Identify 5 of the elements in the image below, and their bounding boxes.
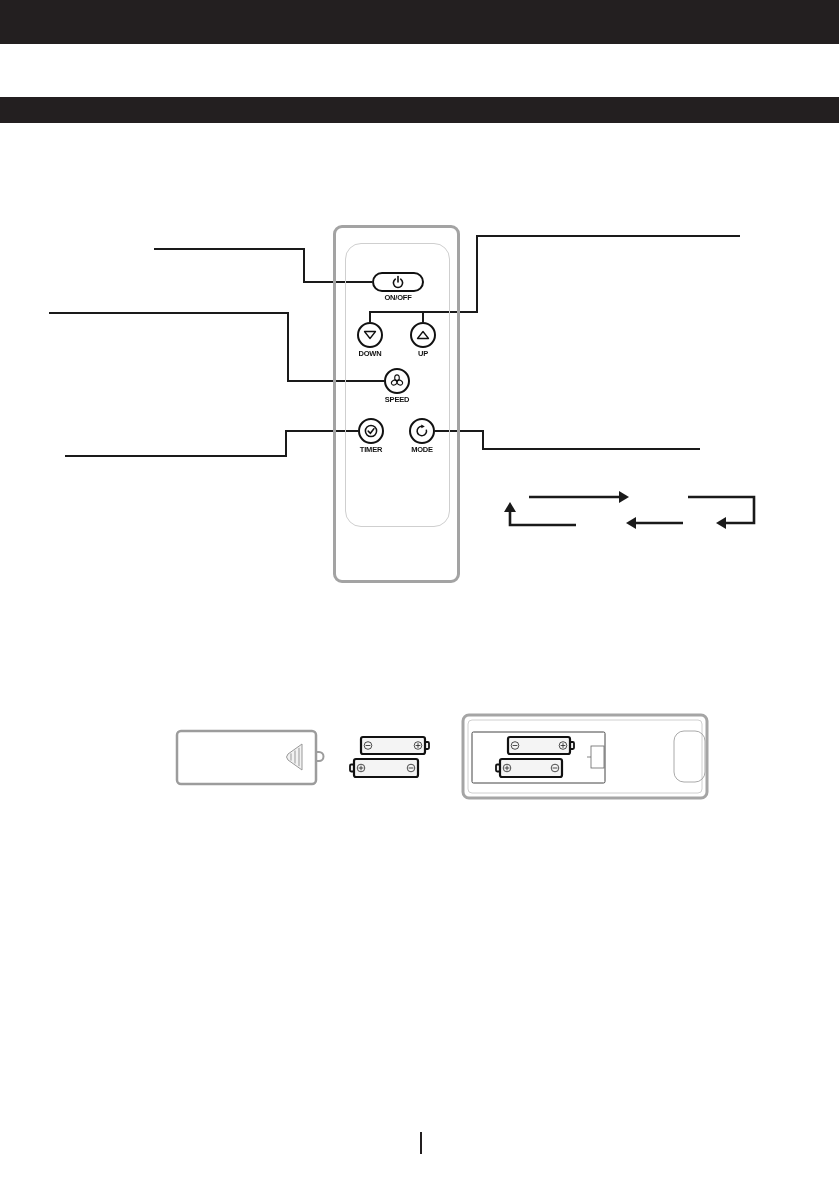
leader-line: [64, 430, 359, 457]
remote-control: [333, 225, 460, 583]
leader-line: [48, 312, 385, 382]
leader-line: [153, 248, 373, 283]
leader-line: [434, 430, 701, 450]
